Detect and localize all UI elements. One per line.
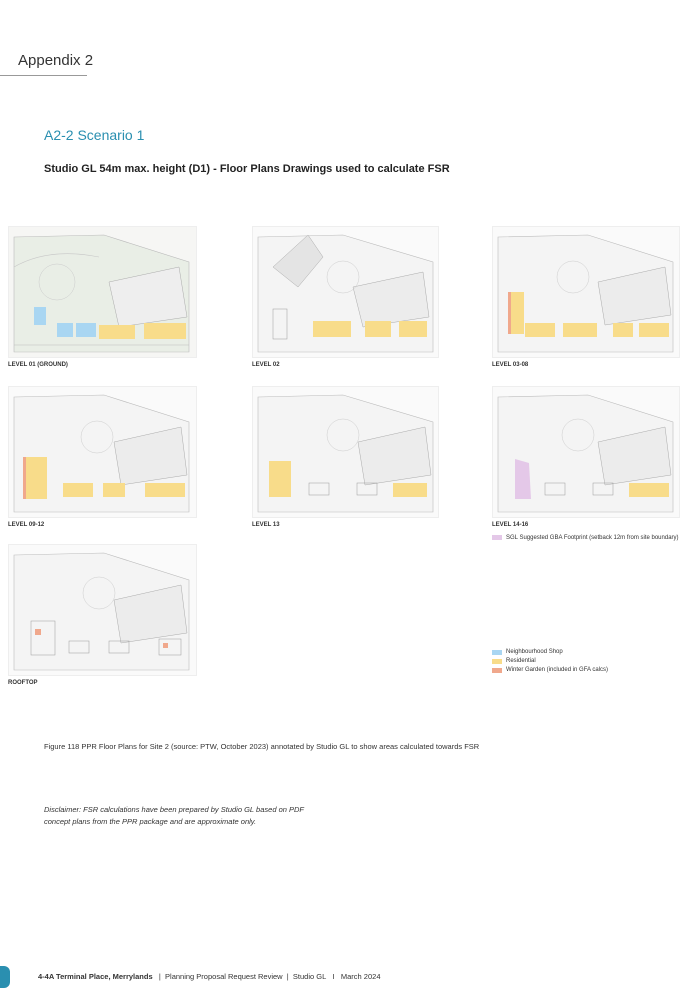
page-footer: 4-4A Terminal Place, Merrylands | Planni… xyxy=(0,966,682,988)
footer-date: March 2024 xyxy=(340,972,381,981)
plan-label: LEVEL 09-12 xyxy=(8,522,45,528)
plan-label: LEVEL 13 xyxy=(252,522,280,528)
appendix-divider xyxy=(0,75,87,76)
legend-neighbourhood-shop: Neighbourhood Shop xyxy=(492,649,563,655)
legend-swatch xyxy=(492,668,502,673)
legend-gba-footprint: SGL Suggested GBA Footprint (setback 12m… xyxy=(492,534,682,542)
plan-label: LEVEL 14-16 xyxy=(492,522,529,528)
legend-residential: Residential xyxy=(492,658,536,664)
footer-separator: | xyxy=(286,972,289,981)
footer-document: Planning Proposal Request Review xyxy=(165,972,283,981)
legend-label: SGL Suggested GBA Footprint (setback 12m… xyxy=(506,535,679,541)
plan-label: LEVEL 02 xyxy=(252,362,280,368)
footer-separator: I xyxy=(332,972,335,981)
footer-text: 4-4A Terminal Place, Merrylands | Planni… xyxy=(38,972,381,981)
section-title: A2-2 Scenario 1 xyxy=(44,127,145,143)
floor-plan-level-02 xyxy=(252,226,439,358)
page-number-tab xyxy=(0,966,10,988)
plan-label: ROOFTOP xyxy=(8,680,38,686)
figure-caption: Figure 118 PPR Floor Plans for Site 2 (s… xyxy=(44,742,480,751)
footer-author: Studio GL xyxy=(292,972,327,981)
plan-label: LEVEL 03-08 xyxy=(492,362,529,368)
floor-plan-level-03-08 xyxy=(492,226,680,358)
footer-separator: | xyxy=(158,972,161,981)
footer-project: 4-4A Terminal Place, Merrylands xyxy=(38,972,153,981)
figure-subtitle: Studio GL 54m max. height (D1) - Floor P… xyxy=(44,163,450,175)
legend-label: Residential xyxy=(506,658,536,664)
legend-swatch xyxy=(492,535,502,540)
floor-plan-level-09-12 xyxy=(8,386,197,518)
legend-label: Winter Garden (included in GFA calcs) xyxy=(506,667,609,673)
legend-swatch xyxy=(492,650,502,655)
plan-label: LEVEL 01 (GROUND) xyxy=(8,362,68,368)
disclaimer-text: Disclaimer: FSR calculations have been p… xyxy=(44,805,304,826)
legend-swatch xyxy=(492,659,502,664)
floor-plan-level-01 xyxy=(8,226,197,358)
legend-label: Neighbourhood Shop xyxy=(506,649,563,655)
floor-plan-level-14-16 xyxy=(492,386,680,518)
floor-plan-rooftop xyxy=(8,544,197,676)
floor-plan-level-13 xyxy=(252,386,439,518)
appendix-heading: Appendix 2 xyxy=(18,52,94,69)
legend-winter-garden: Winter Garden (included in GFA calcs) xyxy=(492,667,608,673)
